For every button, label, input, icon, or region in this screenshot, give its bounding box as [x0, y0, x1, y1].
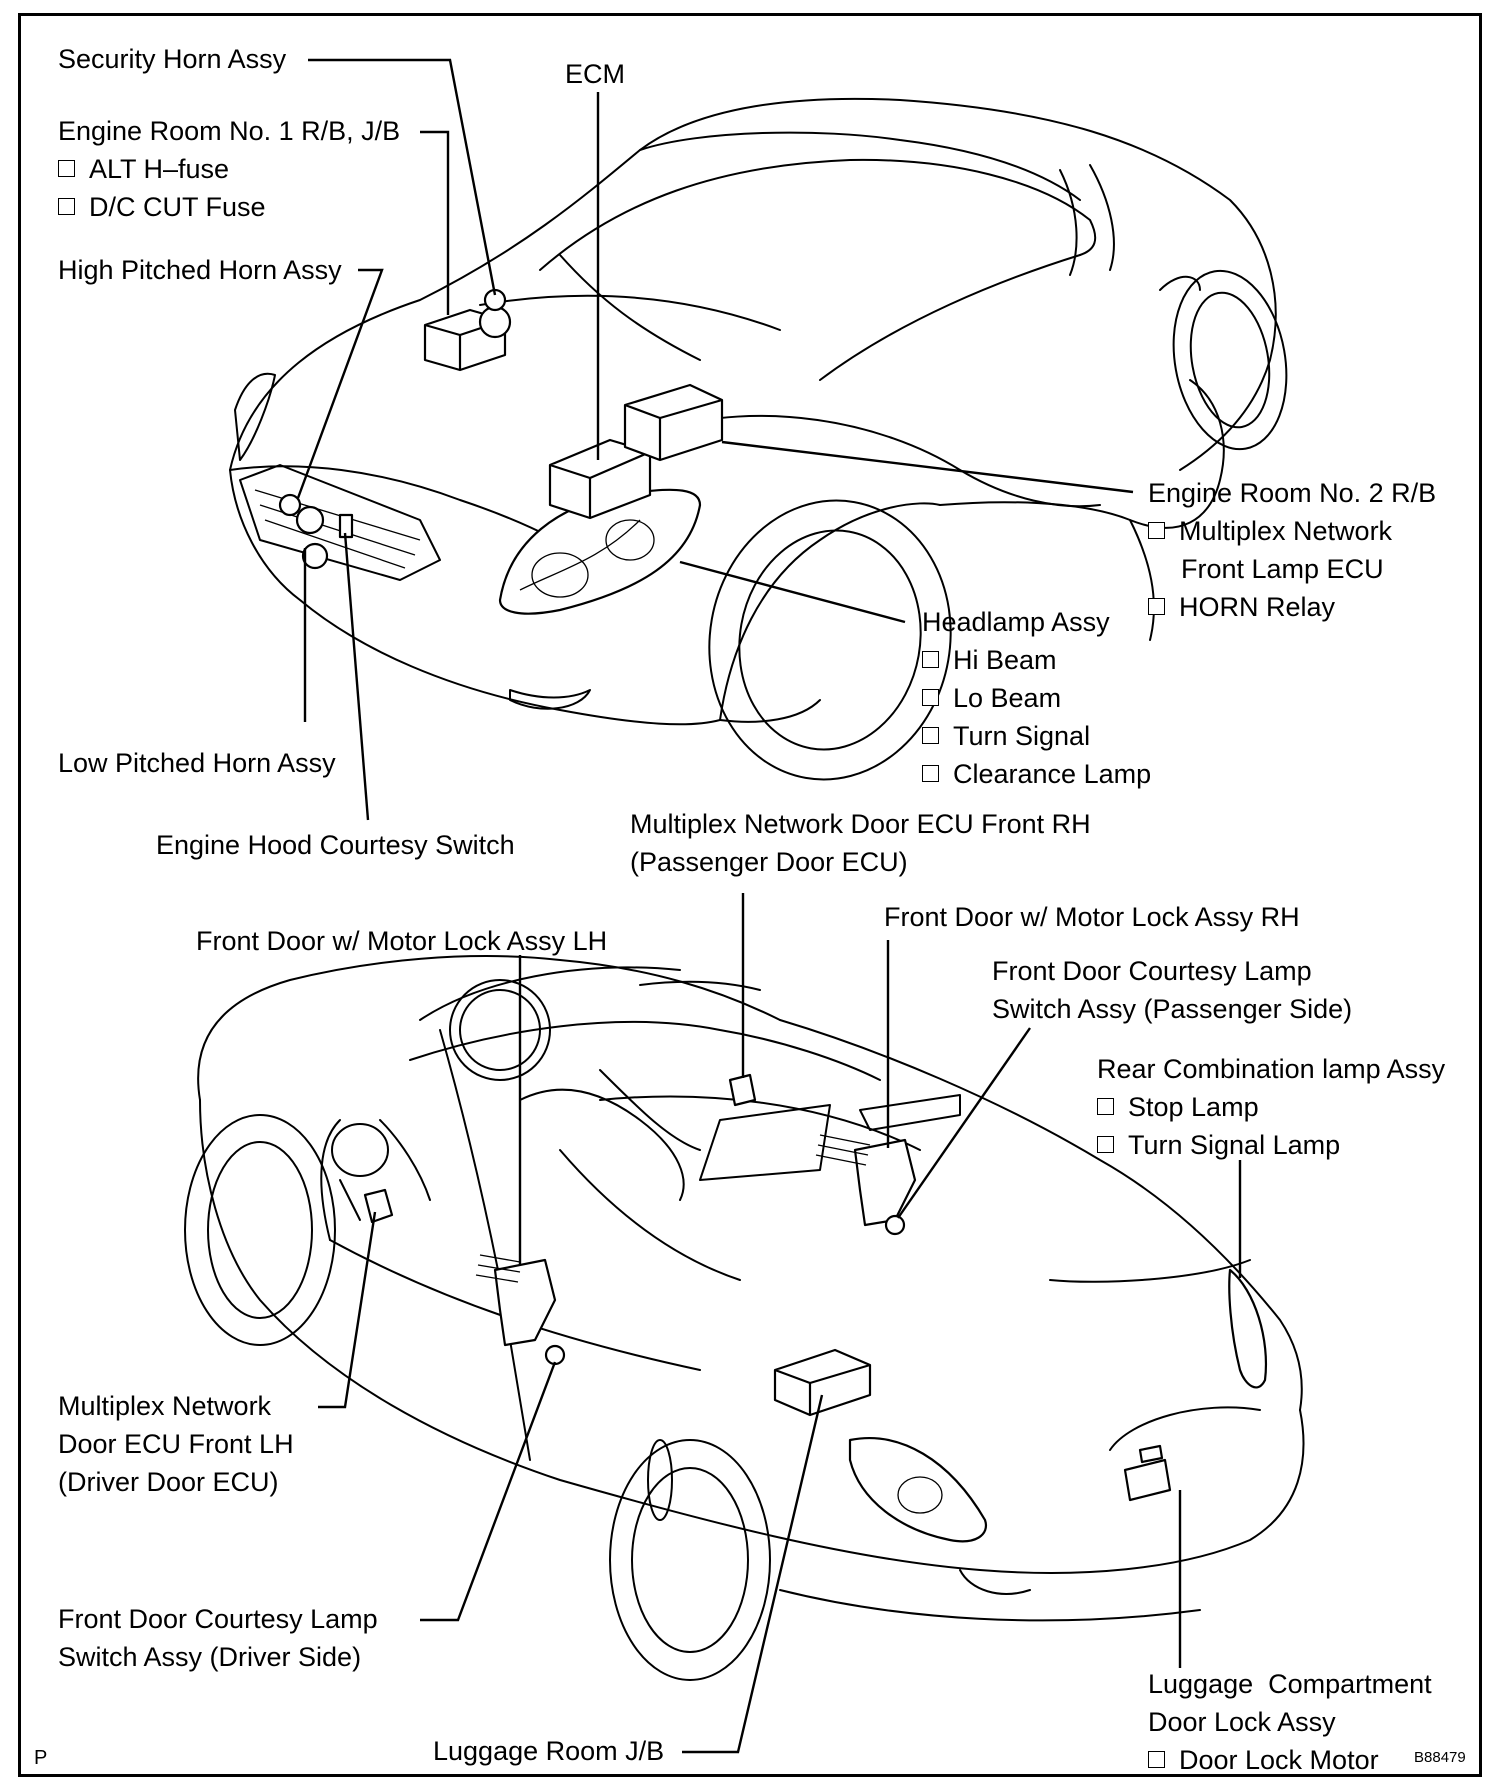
label-rear-combination-lamp: Rear Combination lamp Assy Stop Lamp Tur… [1097, 1054, 1446, 1160]
checkbox-icon [1148, 1751, 1165, 1768]
rear-car-outline [184, 955, 1305, 1681]
label-engine-hood-switch: Engine Hood Courtesy Switch [156, 830, 515, 860]
top-leader-lines [296, 58, 1134, 821]
horn-parts [278, 493, 354, 570]
corner-letter: P [34, 1747, 48, 1769]
checkbox-icon [922, 765, 939, 782]
label-door-ecu-rh: Multiplex Network Door ECU Front RH (Pas… [630, 809, 1091, 877]
rear-lamp-part [848, 1268, 1267, 1543]
door-ecu-parts [363, 1073, 757, 1224]
engine-room-2-box-part [623, 383, 724, 462]
label-high-pitched-horn: High Pitched Horn Assy [58, 255, 342, 285]
label-headlamp: Headlamp Assy Hi Beam Lo Beam Turn Signa… [922, 607, 1152, 789]
checkbox-icon [1148, 522, 1165, 539]
label-ecm: ECM [565, 59, 625, 89]
label-luggage-room-jb: Luggage Room J/B [433, 1736, 665, 1766]
bottom-leader-lines [318, 893, 1242, 1754]
label-door-lock-lh: Front Door w/ Motor Lock Assy LH [196, 926, 608, 956]
label-security-horn: Security Horn Assy [58, 44, 287, 74]
engine-room-1-box-part [423, 288, 512, 372]
label-courtesy-switch-passenger: Front Door Courtesy Lamp Switch Assy (Pa… [992, 956, 1353, 1024]
door-lock-rh-part [815, 1134, 917, 1236]
door-lock-lh-part [475, 1254, 566, 1366]
label-engine-room-1: Engine Room No. 1 R/B, J/B ALT H–fuse D/… [58, 116, 401, 222]
checkbox-icon [1097, 1136, 1114, 1153]
label-courtesy-switch-driver: Front Door Courtesy Lamp Switch Assy (Dr… [58, 1604, 378, 1672]
luggage-jb-part [773, 1348, 872, 1417]
checkbox-icon [922, 651, 939, 668]
diagram-frame [18, 13, 1482, 1777]
label-luggage-door-lock: Luggage Compartment Door Lock Assy Door … [1148, 1669, 1432, 1775]
checkbox-icon [58, 160, 75, 177]
diagram-code: B88479 [1414, 1749, 1466, 1766]
checkbox-icon [58, 198, 75, 215]
label-door-ecu-lh: Multiplex Network Door ECU Front LH (Dri… [58, 1391, 294, 1497]
checkbox-icon [1097, 1098, 1114, 1115]
label-engine-room-2: Engine Room No. 2 R/B Multiplex Network … [1148, 478, 1437, 622]
checkbox-icon [922, 689, 939, 706]
checkbox-icon [1148, 598, 1165, 615]
headlamp-part [498, 488, 702, 615]
ecm-part [548, 438, 652, 520]
label-door-lock-rh: Front Door w/ Motor Lock Assy RH [884, 902, 1300, 932]
luggage-lock-part [1123, 1444, 1172, 1502]
label-low-pitched-horn: Low Pitched Horn Assy [58, 748, 336, 778]
checkbox-icon [922, 727, 939, 744]
